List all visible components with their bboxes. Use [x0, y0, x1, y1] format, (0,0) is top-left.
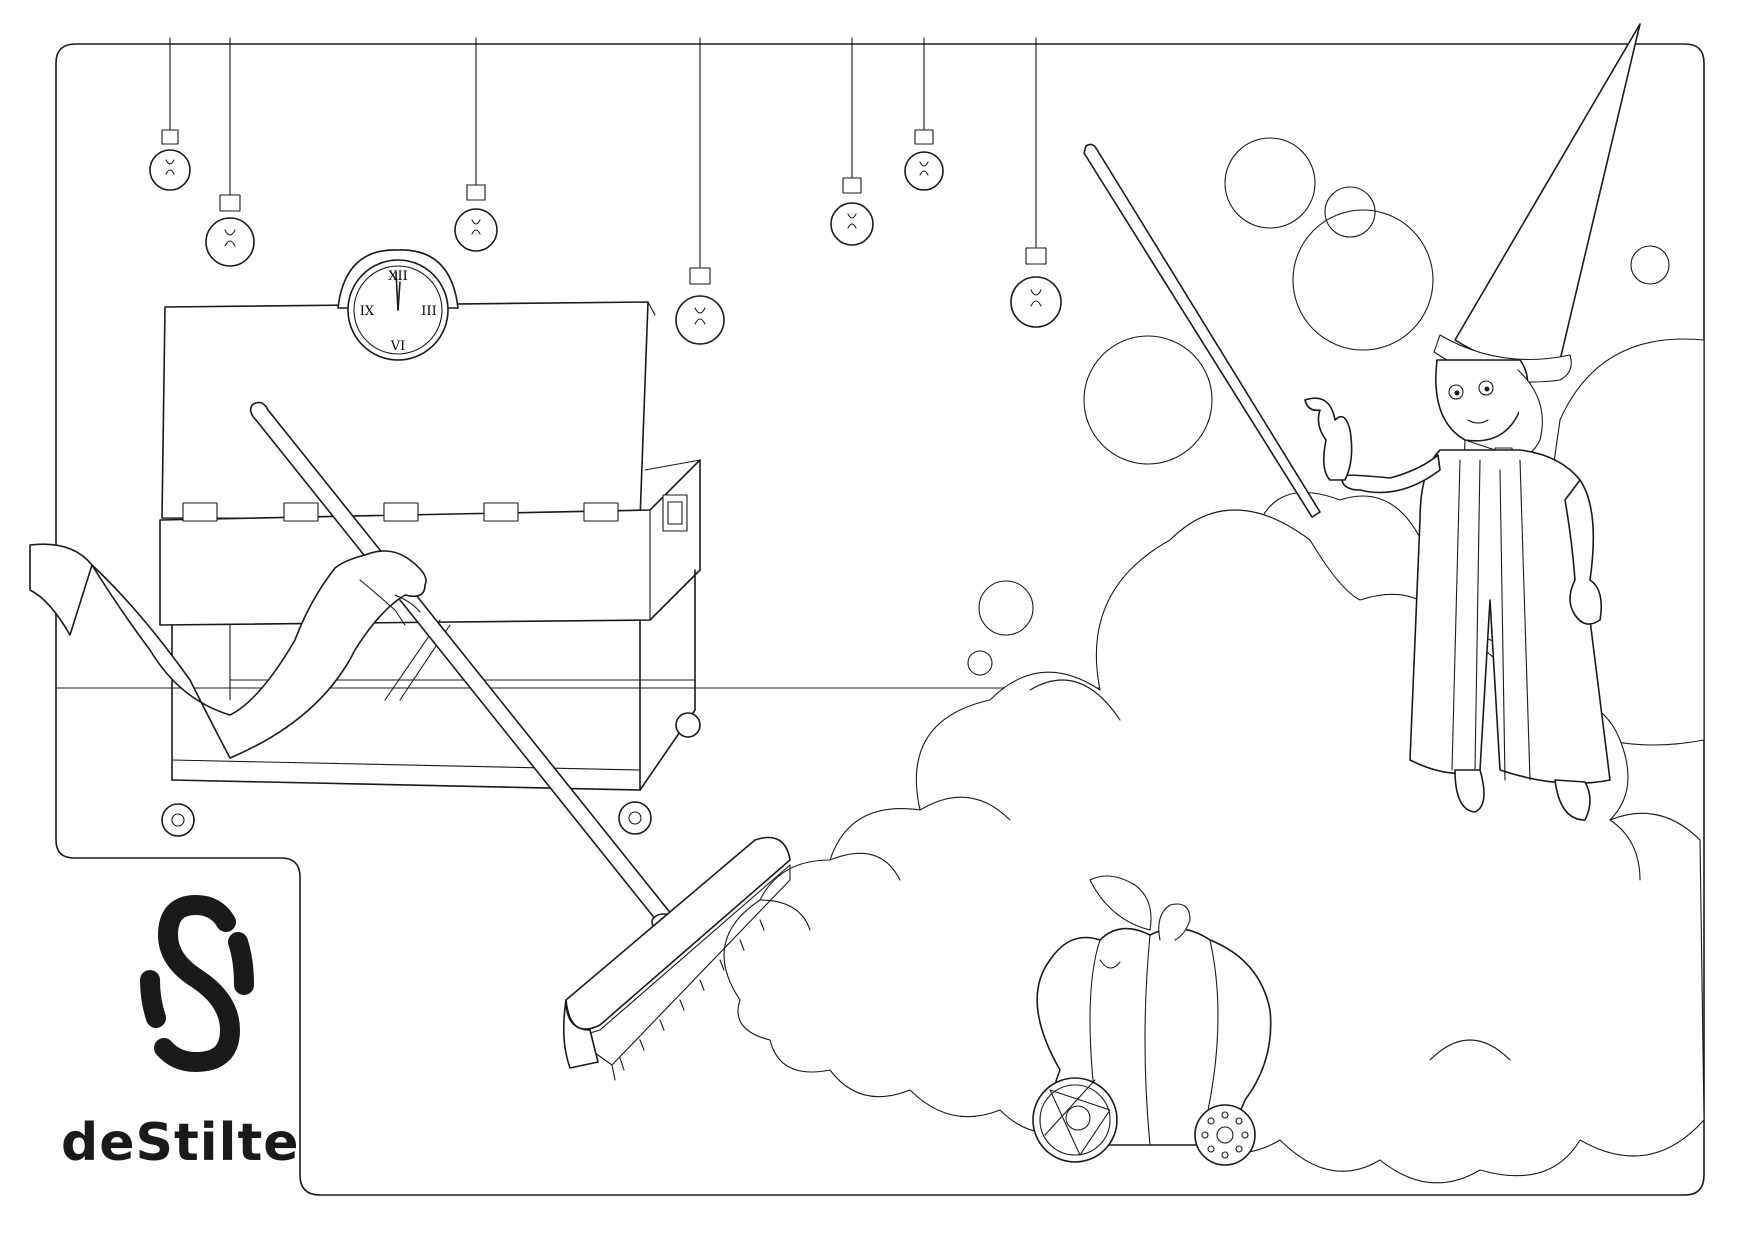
light-bulb-icon: [904, 37, 944, 191]
light-bulb-icon: [830, 37, 874, 246]
wall-clock-icon: XII III VI IX: [337, 249, 459, 361]
bubble-icon: [978, 580, 1034, 636]
brand-name: deStilte: [61, 1113, 300, 1173]
wizard: [1083, 23, 1641, 821]
bubble-icon: [1083, 335, 1213, 465]
light-bulb-icon: [454, 37, 498, 252]
clock-numeral-xii: XII: [388, 269, 408, 284]
clock-numeral-ix: IX: [360, 304, 375, 319]
brand-logo: deStilte: [61, 894, 300, 1173]
light-bulbs: [149, 37, 1062, 345]
s-monogram-icon: [154, 894, 241, 1073]
light-bulb-icon: [205, 37, 255, 267]
bubble-icon: [967, 650, 993, 676]
clock-numeral-vi: VI: [390, 339, 406, 354]
light-bulb-icon: [149, 37, 191, 191]
clock-numeral-iii: III: [421, 304, 436, 319]
broom-icon: [249, 401, 791, 1081]
light-bulb-icon: [675, 37, 725, 345]
bubble-icon: [1224, 137, 1316, 229]
pumpkin-carriage-icon: [1032, 875, 1272, 1166]
wizard-hat-icon: [1454, 23, 1641, 368]
chest-cart: [159, 301, 701, 837]
bubble-icon: [1292, 209, 1434, 351]
bubble-icon: [1630, 245, 1670, 285]
magic-wand-icon: [1083, 143, 1321, 518]
page-frame: [55, 43, 1705, 1196]
arm-holding-broom: [29, 543, 427, 759]
light-bulb-icon: [1010, 37, 1062, 328]
bubble-icon: [1324, 186, 1376, 238]
